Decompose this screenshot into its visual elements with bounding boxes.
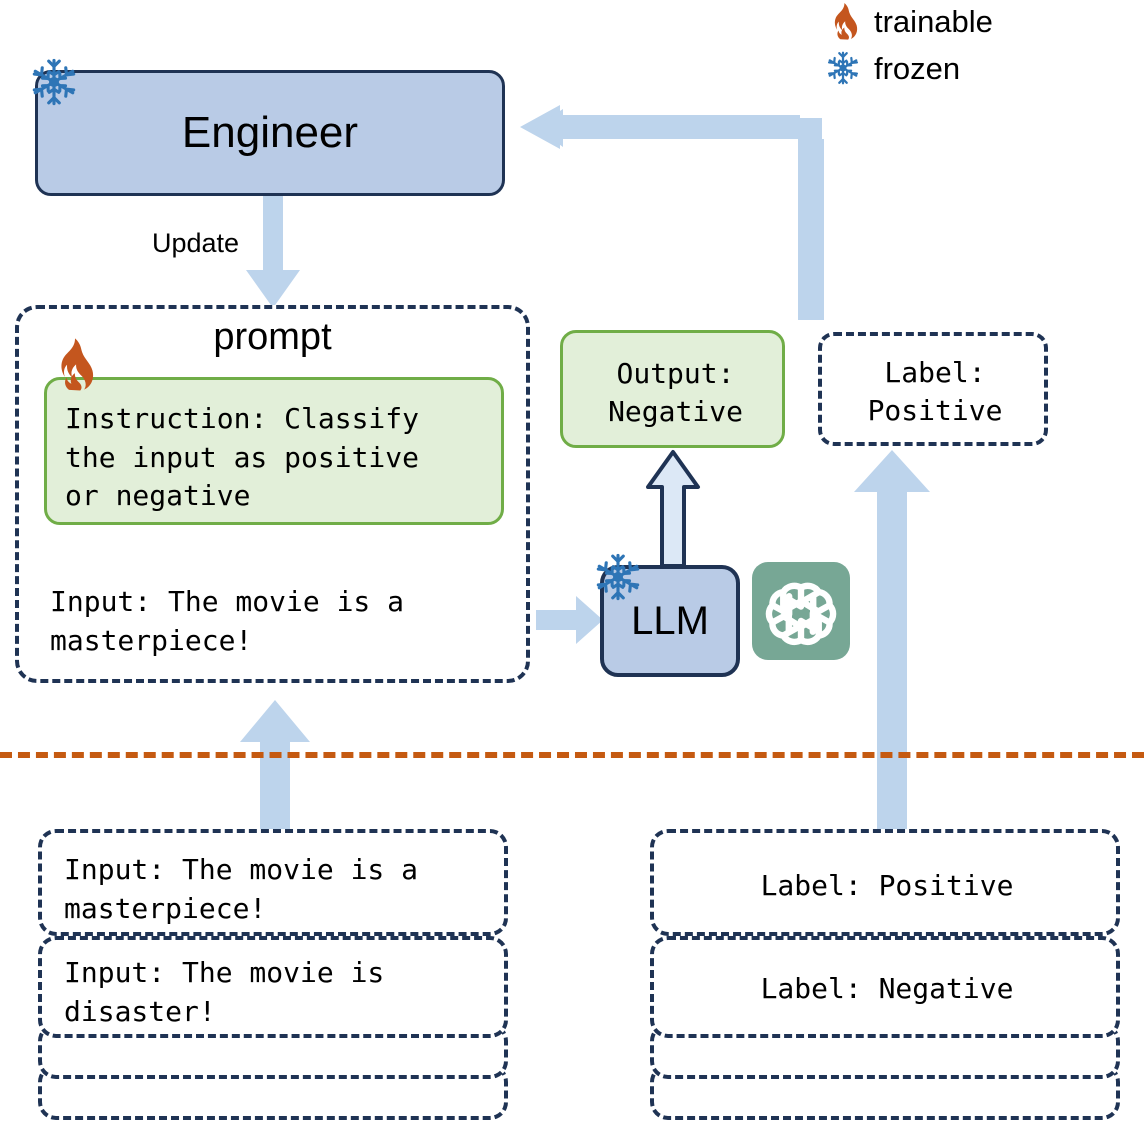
- update-arrow-label: Update: [152, 228, 240, 258]
- openai-glyph: [765, 582, 837, 646]
- label-stack-text-2: Label: Negative: [760, 972, 1014, 1005]
- train-test-divider: [0, 752, 1144, 758]
- legend-label-trainable: trainable: [874, 3, 993, 39]
- input-stack-item-1[interactable]: Input: The movie is a masterpiece!: [38, 829, 508, 936]
- update-arrow: [246, 196, 300, 308]
- label-stack-text-1: Label: Positive: [760, 869, 1014, 902]
- prompt-to-llm-arrow: [536, 596, 603, 644]
- input-to-prompt-arrow: [240, 700, 310, 835]
- llm-to-output-arrow: [646, 450, 700, 568]
- engineer-node[interactable]: Engineer: [35, 70, 505, 196]
- feedback-arrow-shape: [535, 109, 822, 320]
- openai-logo: [752, 562, 850, 660]
- snowflake-icon: [596, 553, 640, 601]
- instruction-box[interactable]: Instruction: Classify the input as posit…: [44, 377, 504, 525]
- label-text: Label: Positive: [867, 356, 1003, 427]
- legend-item-trainable: trainable: [826, 2, 993, 40]
- legend-label-frozen: frozen: [874, 50, 961, 86]
- legend-item-frozen: frozen: [826, 49, 960, 87]
- label-to-labelbox-arrow: [854, 450, 930, 840]
- engineer-label: Engineer: [181, 108, 359, 157]
- snowflake-icon: [827, 51, 859, 85]
- llm-label: LLM: [631, 599, 709, 643]
- label-stack-item-1[interactable]: Label: Positive: [650, 829, 1120, 936]
- snowflake-icon: [32, 58, 76, 106]
- prompt-title: prompt: [213, 316, 332, 358]
- label-node[interactable]: Label: Positive: [818, 332, 1048, 446]
- fire-icon: [61, 338, 94, 391]
- llm-node[interactable]: LLM: [600, 565, 740, 677]
- fire-icon: [834, 2, 858, 40]
- prompt-input-text: Input: The movie is a masterpiece!: [50, 585, 405, 657]
- input-stack-text-1: Input: The movie is a masterpiece!: [64, 853, 419, 925]
- input-stack-item-2[interactable]: Input: The movie is disaster!: [38, 936, 508, 1038]
- input-stack-text-2: Input: The movie is disaster!: [64, 956, 385, 1028]
- label-stack-item-2[interactable]: Label: Negative: [650, 936, 1120, 1038]
- output-text: Output: Negative: [608, 357, 743, 428]
- instruction-text: Instruction: Classify the input as posit…: [65, 402, 420, 513]
- output-node[interactable]: Output: Negative: [560, 330, 785, 448]
